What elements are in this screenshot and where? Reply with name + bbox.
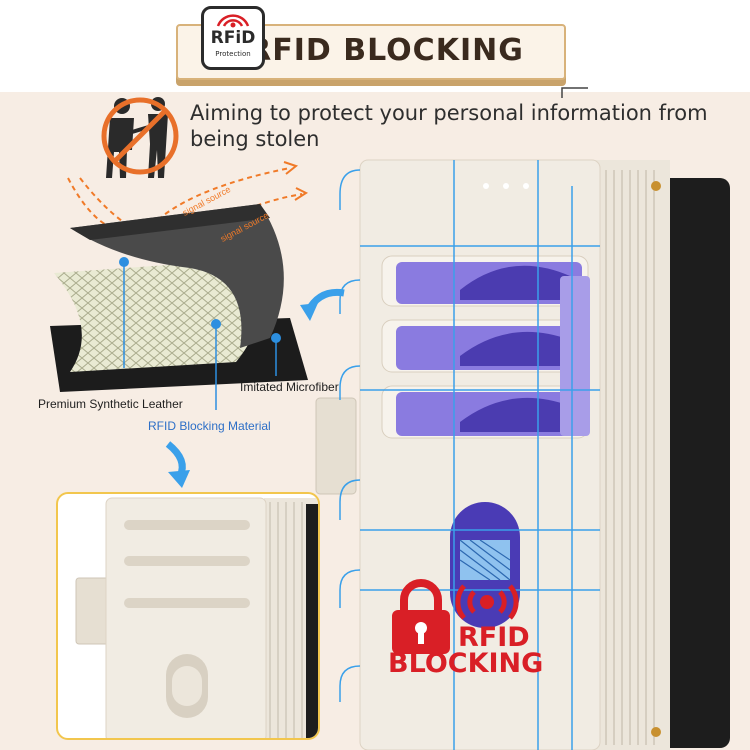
rfid-layers-illustration — [50, 161, 309, 410]
lock-icon — [392, 579, 450, 654]
logo-subtext: Protection — [215, 50, 251, 58]
banner-title: RFID BLOCKING — [248, 32, 524, 68]
label-rfid-material: RFID Blocking Material — [148, 419, 271, 433]
tagline: Aiming to protect your personal informat… — [190, 101, 708, 151]
label-premium-leather: Premium Synthetic Leather — [38, 397, 183, 411]
wallet-open-view — [315, 159, 730, 750]
badge-blocking-text: BLOCKING — [388, 648, 544, 679]
anti-theft-icon — [101, 97, 179, 178]
badge-rfid-text: RFID — [458, 622, 530, 653]
rfid-signal-icon — [455, 584, 519, 620]
curved-arrow-down-icon — [165, 441, 190, 488]
corner-bracket — [561, 87, 588, 98]
logo-text: RFiD — [210, 28, 256, 48]
wallet-closeup-illustration — [75, 497, 318, 738]
wallet-closeup-panel — [56, 492, 320, 740]
label-microfiber: Imitated Microfiber — [240, 380, 339, 394]
wifi-signal-icon — [216, 14, 250, 28]
